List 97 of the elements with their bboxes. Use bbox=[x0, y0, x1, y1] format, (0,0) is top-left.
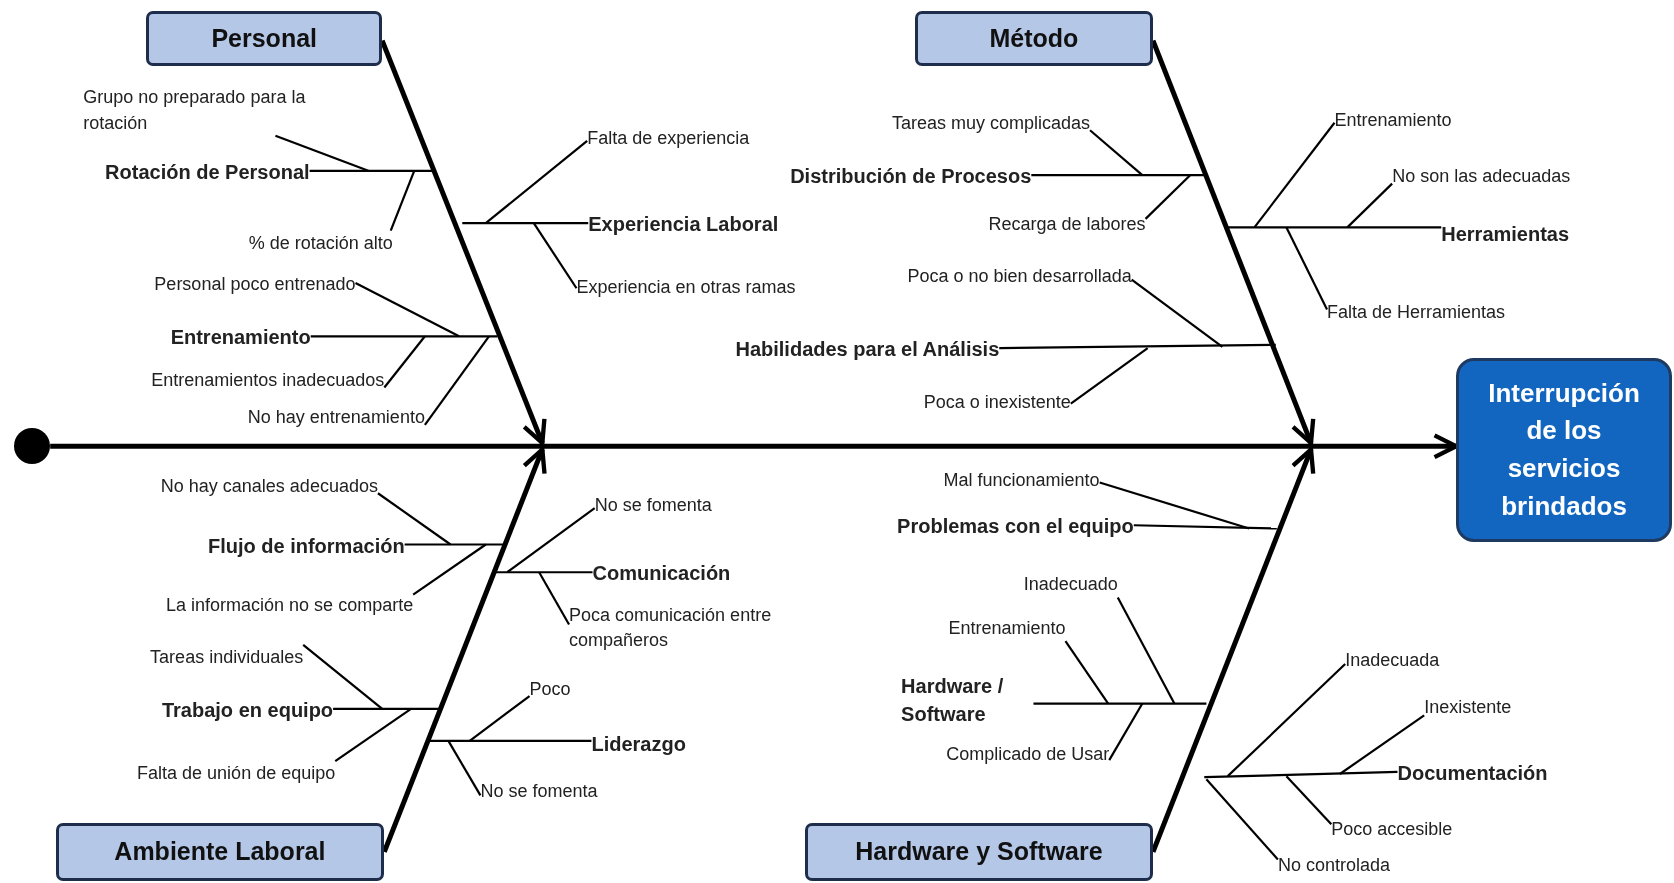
branch-line bbox=[1227, 663, 1346, 777]
sub-cause-label: Poca o inexistente bbox=[923, 389, 1071, 415]
branch-line bbox=[1070, 347, 1149, 405]
branch-line bbox=[506, 507, 596, 574]
sub-cause-label: Poco accesible bbox=[1331, 816, 1453, 842]
branch-line bbox=[412, 543, 487, 596]
cause-label: Trabajo en equipo bbox=[161, 696, 334, 725]
sub-cause-label: Entrenamientos inadecuados bbox=[151, 368, 385, 394]
branch-line bbox=[377, 492, 452, 546]
sub-cause-label: Tareas muy complicadas bbox=[891, 111, 1091, 137]
branch-line bbox=[538, 571, 570, 626]
branch-line bbox=[1285, 226, 1328, 311]
sub-cause-label: Grupo no preparado para la rotación bbox=[83, 85, 351, 136]
effect-label: Interrupción de los servicios brindados bbox=[1487, 376, 1641, 523]
branch-line bbox=[309, 169, 435, 172]
effect-box bbox=[1456, 357, 1672, 543]
category-label: Personal bbox=[211, 23, 317, 53]
category-box bbox=[55, 823, 385, 881]
branch-line bbox=[1339, 714, 1425, 775]
branch-line bbox=[383, 335, 426, 389]
sub-cause-label: Personal poco entrenado bbox=[154, 272, 356, 298]
start-dot bbox=[13, 428, 51, 465]
sub-cause-label: No se fomenta bbox=[594, 493, 712, 519]
branch-line bbox=[447, 740, 482, 796]
cause-label: Hardware / Software bbox=[901, 671, 1034, 728]
sub-cause-label: Inadecuado bbox=[1023, 572, 1118, 598]
category-label: Método bbox=[989, 23, 1079, 53]
sub-cause-label: No hay entrenamiento bbox=[247, 404, 425, 430]
arrow bbox=[382, 447, 547, 853]
cause-label: Habilidades para el Análisis bbox=[735, 335, 1000, 364]
sub-cause-label: No hay canales adecuados bbox=[160, 474, 378, 500]
sub-cause-label: La información no se comparte bbox=[166, 592, 414, 618]
branch-line bbox=[1131, 278, 1224, 348]
branch-line bbox=[389, 170, 416, 231]
cause-label: Flujo de información bbox=[207, 531, 405, 560]
branch-line bbox=[1204, 770, 1398, 779]
branch-line bbox=[1253, 122, 1336, 229]
branch-line bbox=[1227, 226, 1442, 229]
category-box bbox=[146, 10, 383, 67]
branch-line bbox=[333, 707, 441, 710]
branch-line bbox=[1133, 524, 1277, 530]
sub-cause-label: Falta de Herramientas bbox=[1327, 300, 1506, 326]
cause-label: Entrenamiento bbox=[170, 323, 311, 352]
branch-line bbox=[999, 343, 1276, 350]
sub-cause-label: Complicado de Usar bbox=[946, 741, 1110, 768]
sub-cause-label: Poca o no bien desarrollada bbox=[907, 263, 1132, 289]
sub-cause-label: Entrenamiento bbox=[1334, 107, 1452, 133]
branch-line bbox=[355, 281, 460, 338]
branch-line bbox=[469, 695, 531, 742]
category-box bbox=[914, 10, 1153, 67]
branch-line bbox=[1116, 596, 1176, 705]
branch-line bbox=[427, 739, 592, 742]
cause-label: Documentación bbox=[1397, 759, 1548, 788]
sub-cause-label: No controlada bbox=[1277, 853, 1390, 879]
sub-cause-label: No son las adecuadas bbox=[1392, 164, 1571, 190]
sub-cause-label: Poca comunicación entre compañeros bbox=[569, 603, 820, 654]
sub-cause-label: Mal funcionamiento bbox=[943, 467, 1100, 493]
branch-line bbox=[1144, 174, 1192, 220]
sub-cause-label: Poco bbox=[529, 676, 571, 703]
branch-line bbox=[485, 140, 588, 224]
sub-cause-label: Falta de unión de equipo bbox=[137, 761, 336, 787]
branch-line bbox=[1089, 129, 1144, 176]
sub-cause-label: % de rotación alto bbox=[248, 230, 393, 256]
cause-label: Herramientas bbox=[1441, 219, 1570, 248]
cause-label: Distribución de Procesos bbox=[790, 162, 1032, 191]
branch-line bbox=[1108, 703, 1144, 761]
cause-label: Experiencia Laboral bbox=[588, 210, 779, 239]
branch-line bbox=[1031, 174, 1207, 177]
branch-line bbox=[1099, 481, 1250, 530]
branch-line bbox=[495, 571, 593, 574]
sub-cause-label: Entrenamiento bbox=[948, 616, 1066, 642]
sub-cause-label: Inexistente bbox=[1424, 695, 1512, 721]
branch-line bbox=[334, 708, 412, 763]
category-box bbox=[804, 823, 1153, 881]
category-label: Ambiente Laboral bbox=[114, 837, 326, 867]
cause-label: Rotación de Personal bbox=[105, 158, 310, 186]
branch-line bbox=[424, 335, 490, 426]
branch-line bbox=[1064, 640, 1110, 705]
sub-cause-label: Recarga de labores bbox=[988, 212, 1146, 238]
branch-line bbox=[275, 134, 369, 172]
cause-label: Problemas con el equipo bbox=[897, 512, 1134, 541]
sub-cause-label: Tareas individuales bbox=[150, 644, 304, 670]
branch-line bbox=[532, 222, 578, 289]
cause-label: Liderazgo bbox=[591, 730, 686, 759]
branch-line bbox=[1285, 775, 1333, 825]
branch-line bbox=[302, 643, 383, 710]
branch-line bbox=[1033, 702, 1207, 705]
branch-line bbox=[310, 335, 498, 338]
sub-cause-label: Experiencia en otras ramas bbox=[576, 275, 796, 301]
cause-label: Comunicación bbox=[592, 559, 731, 588]
branch-line bbox=[462, 222, 589, 225]
branch-line bbox=[1346, 182, 1393, 229]
category-label: Hardware y Software bbox=[855, 837, 1103, 867]
sub-cause-label: Inadecuada bbox=[1345, 648, 1440, 674]
sub-cause-label: No se fomenta bbox=[480, 779, 598, 805]
branch-line bbox=[1205, 778, 1279, 861]
sub-cause-label: Falta de experiencia bbox=[587, 125, 750, 152]
